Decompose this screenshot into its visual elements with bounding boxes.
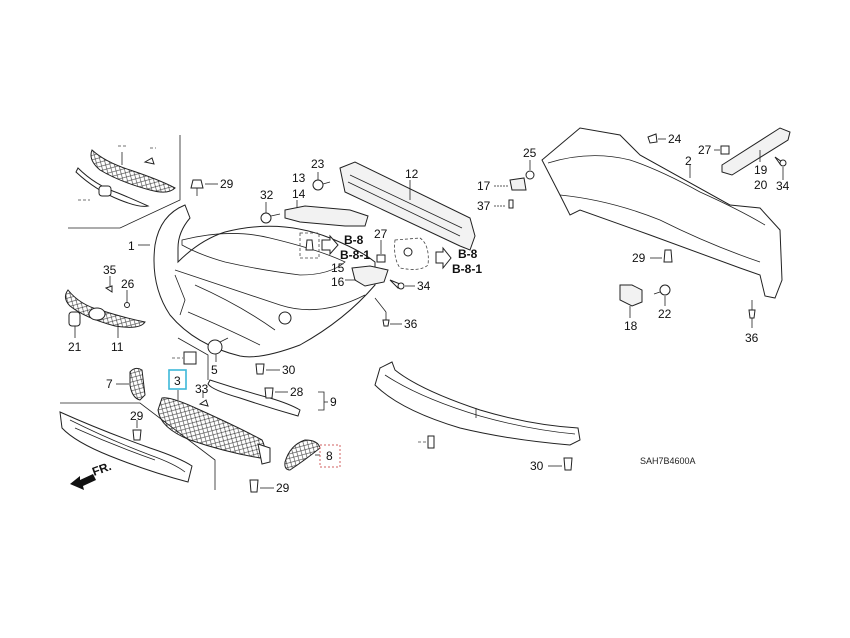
upper-grille: 11: [64, 289, 146, 354]
bracket-18: 18: [619, 284, 643, 333]
callout-34: 34: [776, 179, 790, 193]
callout-2: 2: [685, 154, 692, 168]
bolt-32: 32: [260, 188, 281, 224]
bracket-13-14: 13 14: [284, 171, 369, 227]
callout-37: 37: [477, 199, 491, 213]
callout-22: 22: [658, 307, 672, 321]
clip-29-top: 29: [190, 177, 234, 196]
reference-b8-right: B-8 B-8-1: [394, 237, 482, 276]
callout-8: 8: [326, 449, 333, 463]
bracket-15-16: 15 16: [331, 261, 389, 289]
callout-5: 5: [211, 363, 218, 377]
lower-spoiler: [374, 361, 581, 446]
callout-33: 33: [195, 382, 209, 396]
screw-34-front: 34: [389, 279, 431, 293]
bolt-23: 23: [311, 157, 331, 191]
front-direction-arrow: FR.: [70, 459, 113, 490]
callout-9: 9: [330, 395, 337, 409]
callout-3: 3: [174, 374, 181, 388]
callout-29: 29: [276, 481, 290, 495]
callout-34: 34: [417, 279, 431, 293]
callout-27: 27: [374, 227, 388, 241]
clip-30-rear: 30: [530, 457, 573, 473]
emblem-21: 21: [68, 311, 82, 354]
screw-33: 33: [195, 382, 209, 407]
reference-b8: B-8: [344, 233, 364, 247]
diagram-code: SAH7B4600A: [640, 456, 696, 466]
callout-30: 30: [282, 363, 296, 377]
callout-1: 1: [128, 239, 135, 253]
callout-12: 12: [405, 167, 419, 181]
callout-11: 11: [111, 340, 124, 354]
garnish-8: 8: [284, 439, 341, 471]
callout-35: 35: [103, 263, 117, 277]
clip-spoiler: [427, 435, 435, 449]
bolt-22: 22: [653, 284, 672, 321]
fog-cap: [172, 351, 197, 365]
callout-29: 29: [130, 409, 144, 423]
callout-14: 14: [292, 187, 306, 201]
clip-29-lower: 29: [249, 479, 290, 495]
callout-30: 30: [530, 459, 544, 473]
inset-grille-assembly: [75, 145, 176, 207]
selected-part-box[interactable]: [168, 369, 187, 390]
callout-16: 16: [331, 275, 345, 289]
reference-b8-1: B-8-1: [340, 248, 370, 262]
garnish-7: 7: [106, 367, 146, 401]
callout-29: 29: [632, 251, 646, 265]
rear-bumper: 2: [541, 127, 783, 299]
callout-27: 27: [698, 143, 712, 157]
bracket-19-20: 19 20: [721, 127, 791, 192]
reference-b8-1: B-8-1: [452, 262, 482, 276]
callout-15: 15: [331, 261, 345, 275]
screw-34-rear: 34: [774, 156, 790, 193]
callout-29: 29: [220, 177, 234, 191]
molding-9: 9: [207, 379, 337, 417]
front-direction-label: FR.: [90, 459, 113, 479]
callout-36: 36: [404, 317, 418, 331]
nut-27-rear: 27: [698, 143, 730, 157]
callout-26: 26: [121, 277, 135, 291]
front-bumper: 1: [128, 204, 376, 358]
callout-21: 21: [68, 340, 82, 354]
nut-26: 26: [121, 277, 135, 308]
clip-24: 24: [647, 132, 682, 146]
clip-29-lower-left: 29: [130, 409, 144, 441]
bumper-beam: 12: [339, 161, 476, 251]
lower-grille-3: 3: [157, 369, 271, 465]
clip-30-front: 30: [255, 363, 296, 377]
callout-7: 7: [106, 377, 113, 391]
callout-20: 20: [754, 178, 768, 192]
callout-32: 32: [260, 188, 274, 202]
clip-28: 28: [264, 385, 304, 399]
nut-27-front: 27: [374, 227, 388, 263]
lower-grille-left: [59, 402, 216, 490]
callout-19: 19: [754, 163, 768, 177]
callout-25: 25: [523, 146, 537, 160]
screw-36-front: 36: [374, 297, 418, 331]
inset-frame: [68, 135, 181, 229]
fog-light-5: 5: [177, 337, 229, 380]
callout-13: 13: [292, 171, 306, 185]
callout-24: 24: [668, 132, 682, 146]
callout-36: 36: [745, 331, 759, 345]
callout-18: 18: [624, 319, 638, 333]
clip-17: 17: [477, 177, 527, 193]
screw-37: 37: [477, 199, 514, 213]
reference-b8: B-8: [458, 247, 478, 261]
screw-35: 35: [103, 263, 117, 293]
screw-36-rear: 36: [745, 300, 759, 345]
callout-23: 23: [311, 157, 325, 171]
callout-28: 28: [290, 385, 304, 399]
dotted-part-box[interactable]: [319, 444, 341, 468]
nut-25: 25: [523, 146, 537, 180]
clip-29-rear: 29: [632, 249, 673, 265]
reference-b8-left: B-8 B-8-1: [299, 232, 370, 262]
callout-17: 17: [477, 179, 491, 193]
